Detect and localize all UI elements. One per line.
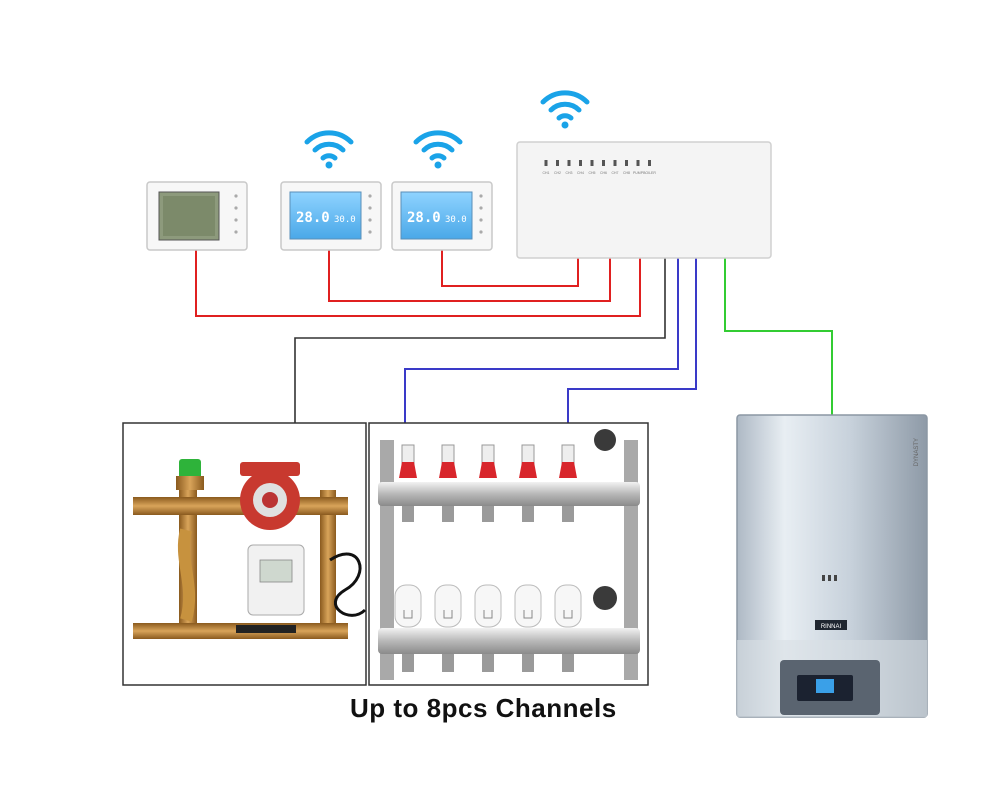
boiler-wire [724, 258, 833, 418]
hub-led [648, 160, 651, 166]
hub-led-label: CH8 [623, 171, 630, 175]
thermostat-2: 28.0 30.0 [280, 181, 382, 251]
caption: Up to 8pcs Channels [350, 693, 617, 723]
actuator-icon [434, 584, 462, 628]
hub-led [556, 160, 559, 166]
hub-led-label: CH5 [588, 171, 595, 175]
wifi-icon [543, 93, 587, 129]
outlet-stub [482, 506, 494, 522]
hub-led [625, 160, 628, 166]
outlet-stub [482, 654, 494, 672]
thermostat-3-temp: 28.0 [407, 210, 441, 226]
actuator-indicator [563, 610, 573, 619]
hub-led-label: CH1 [542, 171, 549, 175]
boiler: RINNAI DYNASTY [736, 414, 928, 718]
hub-led [602, 160, 605, 166]
hub-led [579, 160, 582, 166]
flow-meter-cap [559, 462, 577, 478]
outlet-stub [562, 506, 574, 522]
actuator-icon [474, 584, 502, 628]
pump-station [122, 422, 367, 686]
hub-led [567, 160, 571, 166]
hub-led-label: PUMP [633, 171, 644, 175]
hub-led-label: CH2 [554, 171, 561, 175]
manifold-ports [394, 444, 582, 672]
hub-led [613, 160, 617, 166]
thermostat-2-setpoint: 30.0 [334, 215, 356, 225]
hub-led-label: CH7 [611, 171, 618, 175]
hub-led-label: CH4 [577, 171, 584, 175]
wifi-icon [416, 133, 460, 169]
outlet-stub [562, 654, 574, 672]
hub-led-label: CH6 [600, 171, 607, 175]
flow-meter-cap [439, 462, 457, 478]
actuator-icon [394, 584, 422, 628]
hub-led [636, 160, 640, 166]
thermostat-1 [146, 181, 248, 251]
thermostat-1-wire [195, 250, 641, 317]
outlet-stub [402, 506, 414, 522]
hub-led [590, 160, 594, 166]
thermostat-2-temp: 28.0 [296, 210, 330, 226]
outlet-stub [442, 654, 454, 672]
pump-wire [294, 258, 666, 450]
actuator-indicator [523, 610, 533, 619]
wires [195, 250, 833, 595]
outlet-stub [442, 506, 454, 522]
actuator-indicator [483, 610, 493, 619]
manifold [368, 422, 649, 686]
flow-meter-cap [479, 462, 497, 478]
thermostat-3: 28.0 30.0 [391, 181, 493, 251]
thermostat-3-setpoint: 30.0 [445, 215, 467, 225]
flow-meter-cap [519, 462, 537, 478]
boiler-badge: RINNAI [821, 624, 842, 630]
outlet-stub [522, 506, 534, 522]
flow-meter-cap [399, 462, 417, 478]
thermostat-2-wire [328, 250, 611, 302]
outlet-stub [522, 654, 534, 672]
actuator-indicator [403, 610, 413, 619]
hub-led-label: BOILER [643, 171, 656, 175]
actuator-icon [554, 584, 582, 628]
hub-led [544, 160, 548, 166]
wifi-icon [307, 133, 351, 169]
outlet-stub [402, 654, 414, 672]
hub-led-label: CH3 [565, 171, 572, 175]
actuator-icon [514, 584, 542, 628]
thermostat-3-wire [441, 250, 579, 287]
actuator-indicator [443, 610, 453, 619]
boiler-brand: DYNASTY [914, 438, 920, 466]
